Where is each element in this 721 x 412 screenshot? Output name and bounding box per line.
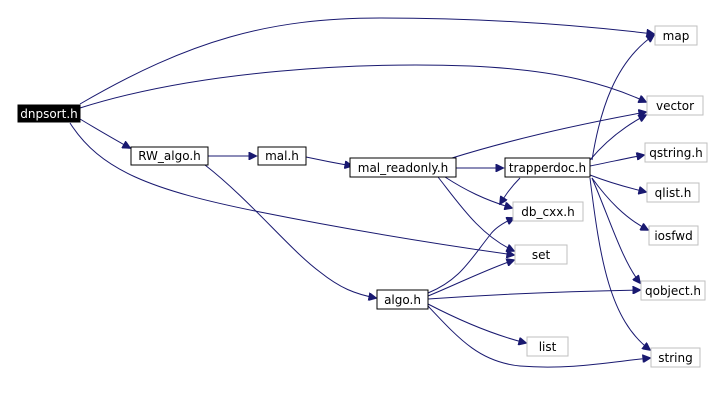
edge-algo-string (427, 305, 650, 368)
node-label: vector (656, 99, 694, 113)
node-trapperdoc[interactable]: trapperdoc.h (504, 157, 591, 178)
node-mal[interactable]: mal.h (257, 146, 307, 166)
node-db-cxx[interactable]: db_cxx.h (512, 201, 584, 222)
edge-algo-qobject (427, 290, 640, 300)
edge-malreadonly-dbcxx (444, 176, 512, 208)
node-label: set (532, 248, 551, 262)
node-label: string (658, 351, 692, 365)
node-set[interactable]: set (514, 244, 568, 265)
edge-trapperdoc-qobject (591, 177, 640, 283)
node-label: trapperdoc.h (509, 161, 586, 175)
edge-algo-dbcxx (427, 218, 514, 294)
node-qobject[interactable]: qobject.h (640, 280, 706, 301)
edge-dnpsort-set (69, 122, 514, 255)
edge-trapperdoc-string (589, 177, 650, 350)
edge-trapperdoc-iosfwd (591, 177, 648, 230)
node-label: qstring.h (649, 146, 702, 160)
edge-dnpsort-vector (79, 64, 646, 109)
edge-trapperdoc-qstring (589, 155, 644, 167)
node-label: db_cxx.h (521, 205, 574, 219)
node-label: qlist.h (655, 186, 692, 200)
node-list[interactable]: list (526, 336, 569, 357)
edge-algo-set (427, 260, 514, 297)
edge-rwalgo-algo (204, 164, 376, 298)
edges (69, 17, 654, 368)
node-mal-readonly[interactable]: mal_readonly.h (349, 157, 457, 178)
node-rw-algo[interactable]: RW_algo.h (130, 146, 209, 166)
edge-trapperdoc-vector (589, 115, 646, 161)
edge-malreadonly-set (437, 176, 514, 251)
edge-malreadonly-vector (451, 112, 646, 159)
edge-mal-malreadonly (305, 156, 352, 166)
node-label: dnpsort.h (20, 107, 78, 121)
node-qlist[interactable]: qlist.h (646, 182, 700, 203)
node-dnpsort[interactable]: dnpsort.h (17, 104, 81, 123)
edge-dnpsort-map (79, 17, 654, 105)
edge-trapperdoc-dbcxx (500, 177, 521, 204)
node-map[interactable]: map (654, 25, 698, 46)
edge-trapperdoc-map (591, 35, 654, 161)
node-label: mal_readonly.h (358, 161, 449, 175)
node-vector[interactable]: vector (646, 95, 704, 116)
node-label: qobject.h (645, 284, 701, 298)
node-label: map (663, 29, 690, 43)
node-string[interactable]: string (650, 347, 701, 368)
edge-dnpsort-rwalgo (79, 118, 130, 148)
edge-trapperdoc-qlist (589, 174, 646, 192)
node-algo[interactable]: algo.h (376, 289, 429, 310)
node-label: RW_algo.h (138, 149, 201, 163)
node-label: algo.h (384, 293, 421, 307)
node-iosfwd[interactable]: iosfwd (648, 225, 699, 246)
node-label: mal.h (265, 149, 299, 163)
node-qstring[interactable]: qstring.h (644, 142, 708, 163)
node-label: iosfwd (654, 229, 692, 243)
edge-algo-list (427, 303, 526, 343)
node-label: list (539, 340, 557, 354)
